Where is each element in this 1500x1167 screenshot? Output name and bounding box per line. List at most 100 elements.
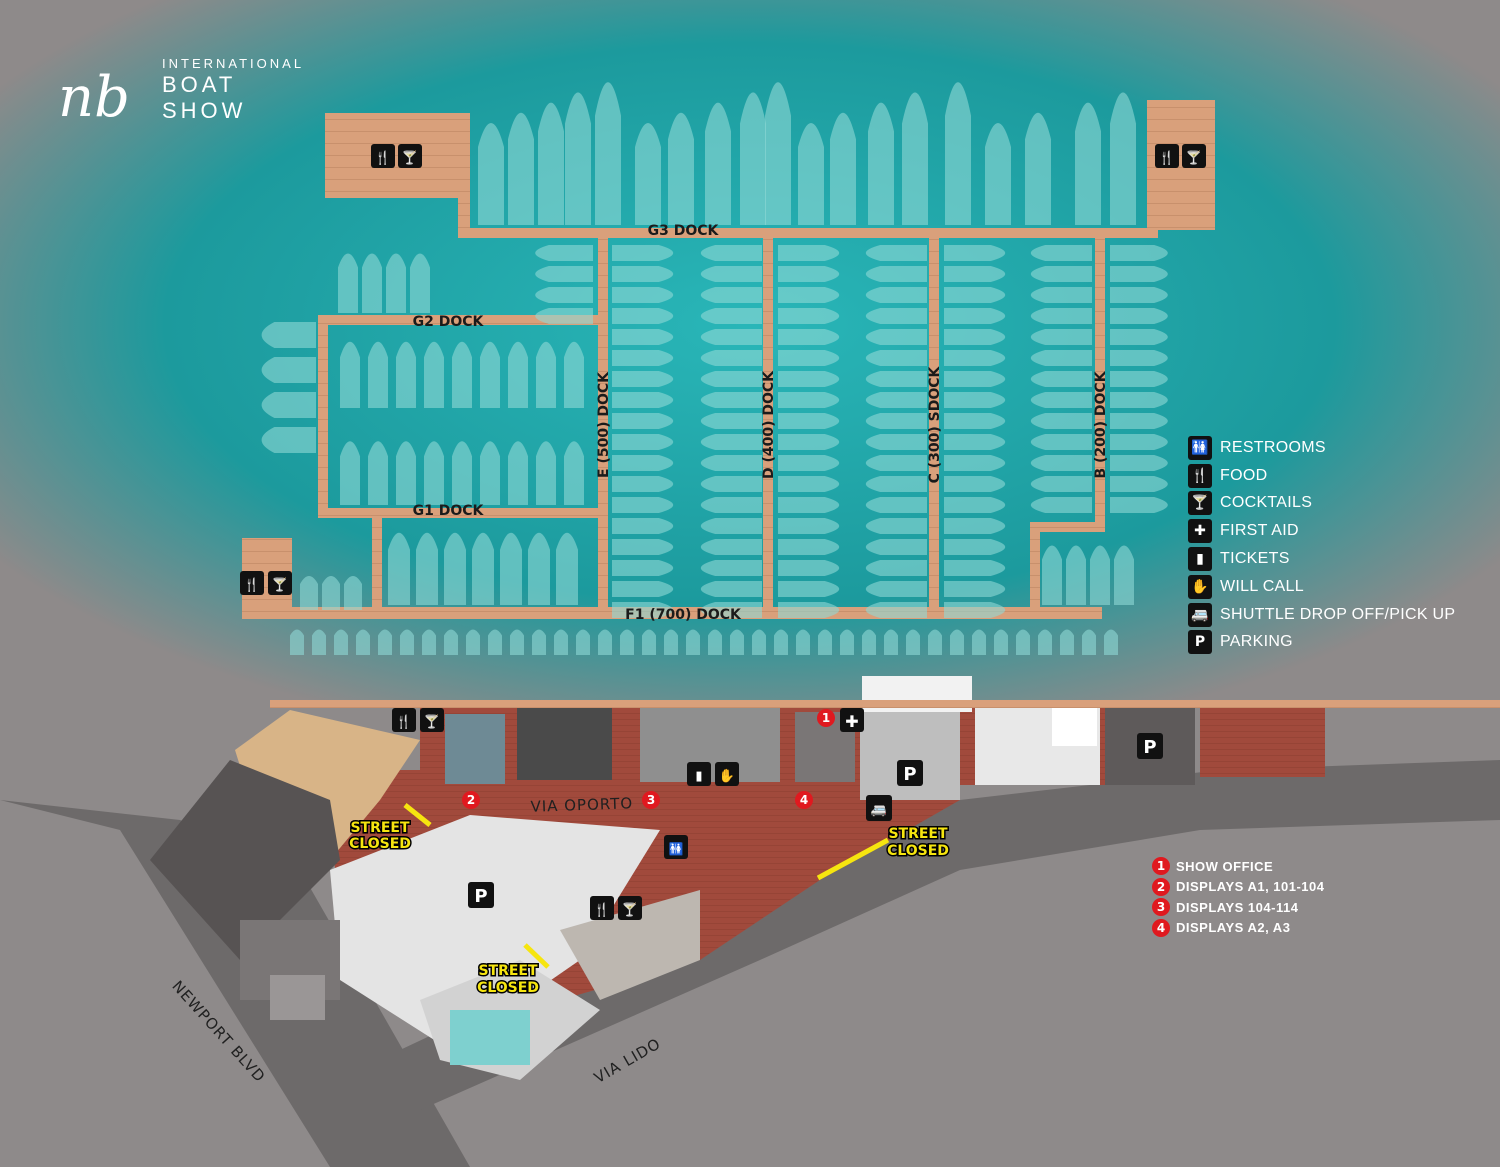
logo-mark: nb bbox=[58, 65, 130, 130]
boat-silhouette bbox=[1025, 112, 1051, 225]
via-lido-road bbox=[400, 760, 1500, 1110]
boat-silhouette bbox=[700, 287, 762, 303]
boat-silhouette bbox=[261, 427, 316, 453]
via-oporto-label: VIA OPORTO bbox=[530, 794, 633, 816]
boat-silhouette bbox=[865, 287, 927, 303]
boat-silhouette bbox=[1110, 92, 1136, 226]
boat-silhouette bbox=[396, 441, 416, 505]
boat-silhouette bbox=[1110, 392, 1168, 408]
svg-text:P: P bbox=[474, 886, 487, 907]
boat-silhouette bbox=[322, 576, 340, 610]
f1-dock-label: F1 (700) DOCK bbox=[625, 607, 742, 623]
boat-silhouette bbox=[778, 581, 840, 597]
map-parking-icon-garage: P bbox=[468, 882, 494, 908]
legend-label: RESTROOMS bbox=[1220, 438, 1326, 456]
boat-silhouette bbox=[424, 441, 444, 505]
svg-text:P: P bbox=[1143, 737, 1156, 758]
boat-silhouette bbox=[1042, 545, 1062, 605]
g1-dock-label: G1 DOCK bbox=[413, 503, 485, 519]
boat-silhouette bbox=[906, 629, 920, 655]
boat-silhouette bbox=[340, 441, 360, 505]
boat-silhouette bbox=[612, 497, 674, 513]
seawall bbox=[270, 700, 1500, 708]
location-marker-4[interactable]: 4 bbox=[795, 791, 813, 809]
boat-silhouette bbox=[944, 455, 1006, 471]
boat-silhouette bbox=[612, 266, 674, 282]
map-shuttle-icon: 🚐 bbox=[866, 795, 892, 821]
restroom-icon: 🚻 bbox=[1188, 435, 1212, 460]
boat-silhouette bbox=[1030, 350, 1092, 366]
boat-silhouette bbox=[1030, 413, 1092, 429]
boat-silhouette bbox=[410, 253, 430, 313]
c-dock-label: C (300) SDOCK bbox=[927, 365, 943, 483]
svg-text:STREET: STREET bbox=[478, 963, 538, 979]
boat-silhouette bbox=[778, 266, 840, 282]
boat-silhouette bbox=[535, 245, 593, 261]
boat-silhouette bbox=[508, 441, 528, 505]
boat-silhouette bbox=[535, 266, 593, 282]
c-dock bbox=[929, 232, 939, 614]
boat-silhouette bbox=[535, 287, 593, 303]
location-number-badge: 1 bbox=[1152, 857, 1170, 876]
boat-silhouette bbox=[1090, 545, 1110, 605]
location-item-displays-a2: 4 DISPLAYS A2, A3 bbox=[1152, 918, 1492, 939]
boat-silhouette bbox=[774, 629, 788, 655]
d-dock bbox=[763, 232, 773, 614]
svg-text:✚: ✚ bbox=[845, 712, 858, 731]
boat-silhouette bbox=[1030, 308, 1092, 324]
boat-silhouette bbox=[261, 357, 316, 383]
b-dock-label: B (200) DOCK bbox=[1093, 370, 1109, 478]
svg-text:▮: ▮ bbox=[695, 769, 702, 784]
boat-silhouette bbox=[620, 629, 634, 655]
boat-silhouette bbox=[1030, 287, 1092, 303]
boat-silhouette bbox=[1016, 629, 1030, 655]
boat-silhouette bbox=[944, 581, 1006, 597]
boat-silhouette bbox=[944, 308, 1006, 324]
boat-silhouette bbox=[700, 560, 762, 576]
boat-silhouette bbox=[1110, 476, 1168, 492]
boat-silhouette bbox=[564, 441, 584, 505]
svg-text:1: 1 bbox=[822, 711, 830, 725]
legend-label: FIRST AID bbox=[1220, 522, 1299, 540]
location-marker-3[interactable]: 3 bbox=[642, 791, 660, 809]
boat-silhouette bbox=[1082, 629, 1096, 655]
boat-silhouette bbox=[1030, 245, 1092, 261]
legend-label: WILL CALL bbox=[1220, 577, 1304, 595]
boat-silhouette bbox=[1110, 287, 1168, 303]
boat-silhouette bbox=[994, 629, 1008, 655]
boat-silhouette bbox=[338, 253, 358, 313]
boat-silhouette bbox=[705, 102, 731, 225]
boat-silhouette bbox=[700, 350, 762, 366]
boat-silhouette bbox=[884, 629, 898, 655]
location-number-badge: 4 bbox=[1152, 918, 1170, 937]
location-marker-1[interactable]: 1 bbox=[817, 709, 835, 727]
boat-silhouette bbox=[818, 629, 832, 655]
boat-silhouette bbox=[798, 123, 824, 225]
boat-silhouette bbox=[944, 350, 1006, 366]
location-label: DISPLAYS A2, A3 bbox=[1176, 920, 1291, 936]
boat-silhouette bbox=[612, 518, 674, 534]
boat-silhouette bbox=[452, 341, 472, 408]
boat-silhouette bbox=[510, 629, 524, 655]
svg-text:3: 3 bbox=[647, 793, 655, 807]
boat-silhouette bbox=[778, 413, 840, 429]
svg-text:🍸: 🍸 bbox=[622, 901, 638, 918]
boat-silhouette bbox=[312, 629, 326, 655]
boat-silhouette bbox=[668, 112, 694, 225]
boat-silhouette bbox=[536, 341, 556, 408]
svg-text:STREET: STREET bbox=[888, 826, 948, 842]
boat-silhouette bbox=[1110, 497, 1168, 513]
boat-silhouette bbox=[612, 581, 674, 597]
boat-silhouette bbox=[1030, 476, 1092, 492]
boat-silhouette bbox=[334, 629, 348, 655]
boat-silhouette bbox=[554, 629, 568, 655]
location-marker-2[interactable]: 2 bbox=[462, 791, 480, 809]
boat-silhouette bbox=[290, 629, 304, 655]
boat-silhouette bbox=[1030, 371, 1092, 387]
boat-silhouette bbox=[778, 518, 840, 534]
buildings bbox=[150, 676, 1325, 1080]
boat-silhouette bbox=[902, 92, 928, 226]
boat-silhouette bbox=[700, 602, 762, 618]
boat-silhouette bbox=[1030, 329, 1092, 345]
